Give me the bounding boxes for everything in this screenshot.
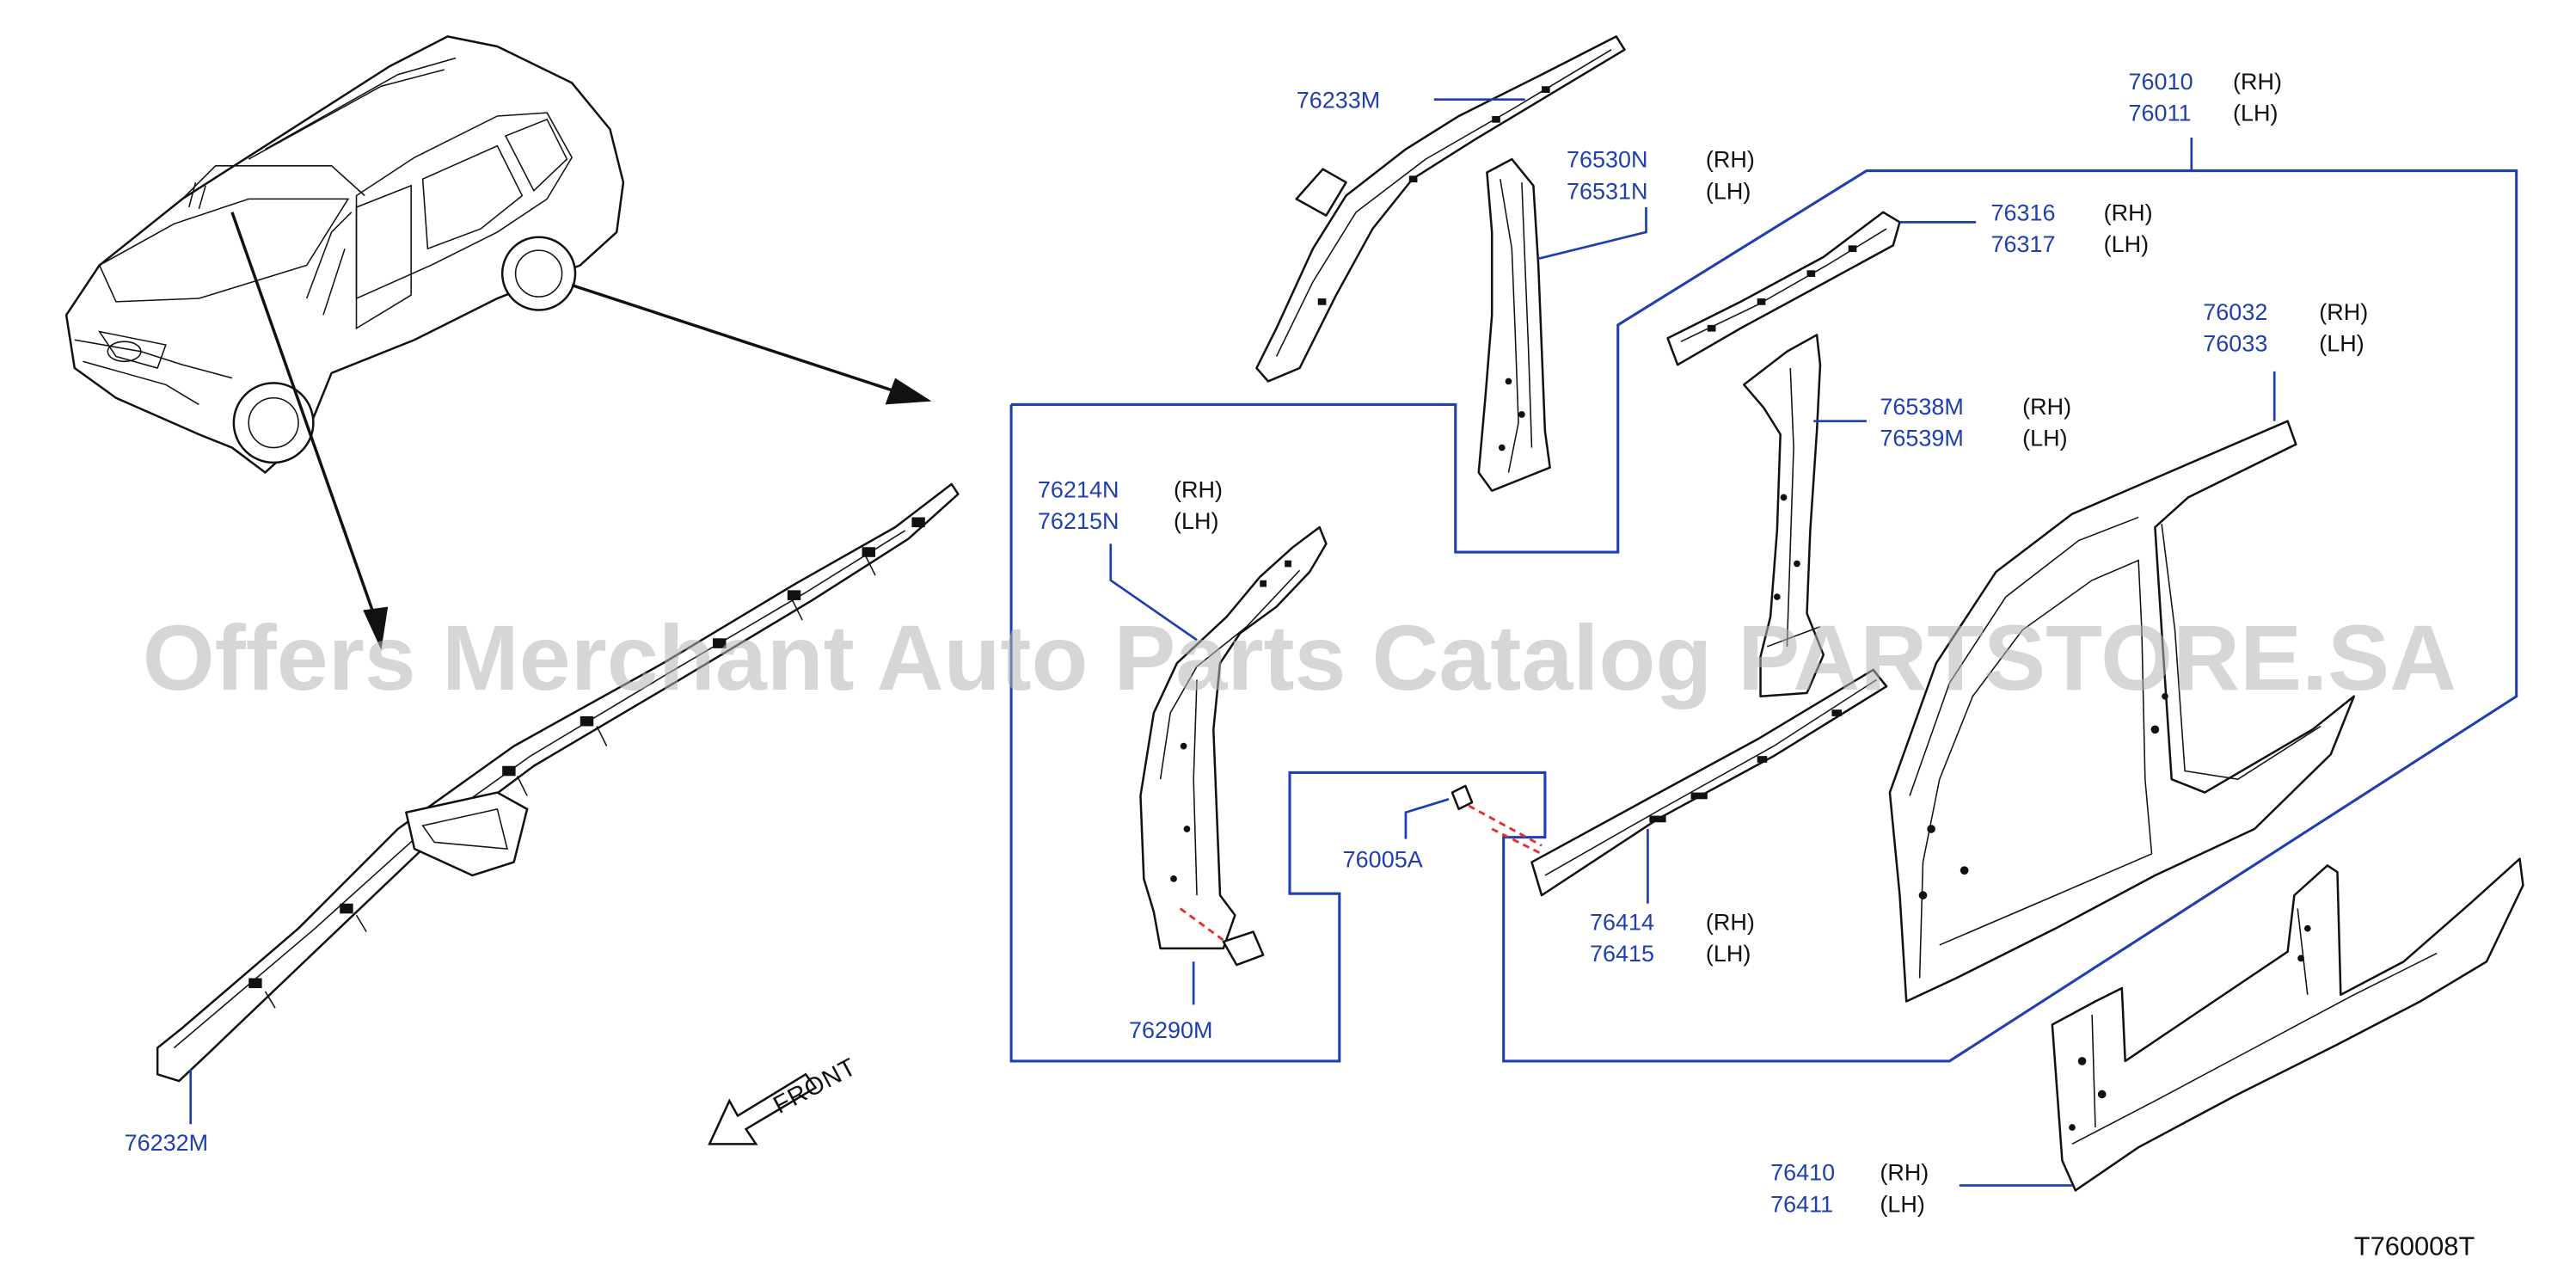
- part-number-lh: 76539M: [1880, 426, 1964, 451]
- part-number-lh: 76531N: [1567, 178, 1648, 204]
- sill-inner-part: [1530, 668, 1888, 897]
- side-lh: (LH): [2233, 101, 2278, 126]
- vehicle-illustration: [64, 35, 625, 474]
- part-number-lh: 76011: [2129, 101, 2192, 126]
- front-pillar-lower-part: [1139, 525, 1328, 967]
- part-number: 76232M: [125, 1130, 209, 1156]
- part-number-rh: 76214N: [1038, 476, 1119, 502]
- callout-76414: 76414 (RH) 76415 (LH): [1590, 828, 1755, 967]
- side-rh: (RH): [1706, 910, 1755, 936]
- side-rh: (RH): [2104, 200, 2153, 225]
- part-number-rh: 76032: [2203, 299, 2267, 325]
- part-number: 76005A: [1343, 846, 1423, 872]
- roof-rail-inner-part: [1666, 211, 1901, 366]
- diagram-code: T760008T: [2354, 1231, 2475, 1261]
- side-lh: (LH): [1706, 178, 1751, 204]
- callout-76530: 76530N (RH) 76531N (LH): [1537, 147, 1755, 261]
- side-lh: (LH): [2022, 426, 2067, 451]
- part-number-rh: 76530N: [1567, 147, 1648, 173]
- side-lh: (LH): [1174, 508, 1218, 534]
- callout-76005: 76005A: [1343, 798, 1450, 872]
- side-lh: (LH): [2104, 231, 2149, 257]
- part-number: 76233M: [1297, 87, 1381, 113]
- center-pillar-inner-part: [1477, 157, 1551, 492]
- side-rh: (RH): [1174, 476, 1223, 502]
- locator-arrows: [230, 212, 932, 650]
- side-lh: (LH): [2319, 331, 2364, 357]
- part-number-lh: 76033: [2203, 331, 2267, 357]
- callout-76233: 76233M: [1297, 87, 1525, 113]
- center-pillar-part: [1743, 334, 1825, 698]
- callout-76032: 76032 (RH) 76033 (LH): [2203, 299, 2368, 421]
- front-indicator: FRONT: [708, 1053, 862, 1145]
- callout-76410: 76410 (RH) 76411 (LH): [1770, 1160, 2072, 1217]
- side-lh: (LH): [1880, 1191, 1924, 1217]
- part-number-lh: 76215N: [1038, 508, 1119, 534]
- front-pillar-upper-part: [1255, 35, 1626, 383]
- callout-76010: 76010 (RH) 76011 (LH): [2129, 69, 2282, 126]
- part-number-rh: 76010: [2129, 69, 2193, 95]
- part-number-lh: 76415: [1590, 941, 1654, 967]
- callout-76538: 76538M (RH) 76539M (LH): [1813, 394, 2071, 451]
- bolt-part: [1451, 784, 1553, 860]
- side-rh: (RH): [2022, 394, 2071, 420]
- watermark-text: Offers Merchant Auto Parts Catalog PARTS…: [143, 605, 2456, 709]
- body-side-outer-part: [1888, 420, 2356, 1003]
- callout-76232: 76232M: [125, 1069, 209, 1156]
- part-number-lh: 76411: [1770, 1191, 1833, 1217]
- part-number-rh: 76316: [1991, 200, 2056, 225]
- side-lh: (LH): [1706, 941, 1751, 967]
- front-label: FRONT: [769, 1053, 861, 1120]
- side-rh: (RH): [2233, 69, 2282, 95]
- part-number-rh: 76414: [1590, 910, 1654, 936]
- callout-76214: 76214N (RH) 76215N (LH): [1038, 476, 1223, 642]
- side-rh: (RH): [1880, 1160, 1929, 1186]
- callout-76316: 76316 (RH) 76317 (LH): [1899, 200, 2153, 257]
- assembly-group-outline: [1009, 138, 2518, 1063]
- part-number-rh: 76410: [1770, 1160, 1835, 1186]
- roof-side-rail-part: [156, 482, 960, 1083]
- sill-outer-part: [2051, 857, 2524, 1192]
- part-number-rh: 76538M: [1880, 394, 1964, 420]
- part-number-lh: 76317: [1991, 231, 2056, 257]
- part-number: 76290M: [1129, 1017, 1213, 1043]
- side-rh: (RH): [1706, 147, 1755, 173]
- side-rh: (RH): [2319, 299, 2368, 325]
- callout-76290: 76290M: [1129, 961, 1213, 1043]
